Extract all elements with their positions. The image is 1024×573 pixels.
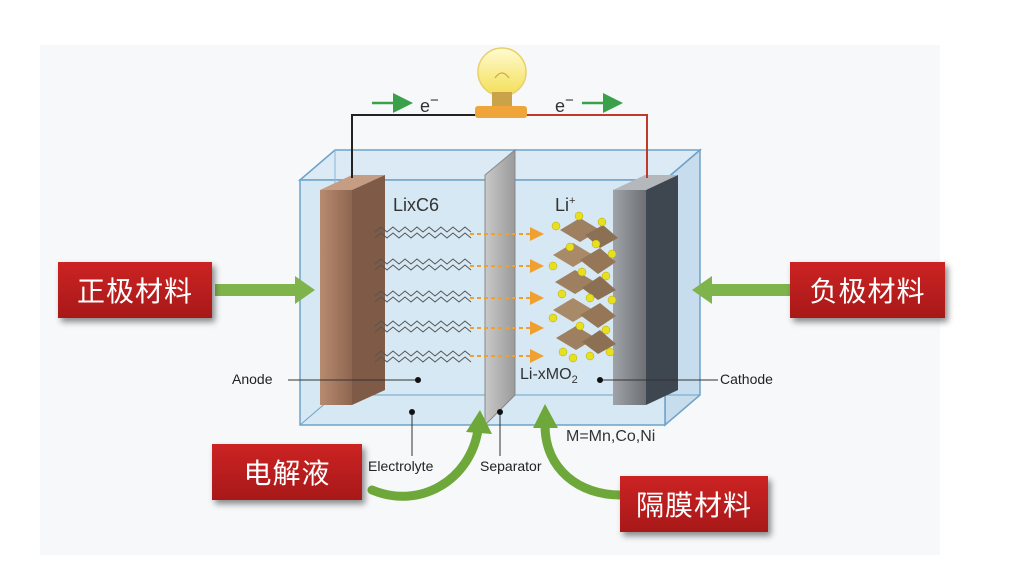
electron-label-left: e−	[420, 92, 439, 116]
lixc6-label: LixC6	[393, 195, 440, 215]
electron-label-right: e−	[555, 92, 574, 116]
cathode-plate-front	[613, 190, 646, 405]
anode-plate-side	[352, 175, 385, 405]
wire-right	[525, 114, 648, 178]
graphite-layers	[374, 226, 472, 363]
anode-plate-top	[320, 175, 385, 190]
wire-left	[351, 114, 480, 178]
electrolyte-label: Electrolyte	[368, 458, 434, 474]
li-xmo2-label: Li-xMO2	[520, 366, 578, 387]
callout-positive-material: 正极材料	[58, 262, 212, 318]
callout-negative-material: 负极材料	[790, 262, 945, 318]
green-arrow-positive	[215, 276, 315, 304]
callout-electrolyte: 电解液	[212, 444, 362, 500]
curve-arrow-electrolyte	[367, 425, 483, 501]
curve-arrow-separator	[540, 420, 625, 500]
anode-label: Anode	[232, 371, 273, 387]
li-ion-label: Li+	[555, 195, 576, 215]
metals-label: M=Mn,Co,Ni	[566, 428, 656, 445]
limo2-crystal	[548, 211, 618, 363]
cathode-plate-side	[646, 175, 678, 405]
callout-separator-material: 隔膜材料	[620, 476, 768, 532]
li-ion-arrows	[470, 227, 544, 363]
light-bulb-icon	[475, 47, 527, 118]
separator-label: Separator	[480, 458, 542, 474]
green-arrow-negative	[692, 276, 790, 304]
anode-plate-front	[320, 190, 352, 405]
separator-sheet	[484, 148, 516, 427]
cathode-label: Cathode	[720, 371, 773, 387]
cathode-plate-top	[613, 175, 678, 190]
